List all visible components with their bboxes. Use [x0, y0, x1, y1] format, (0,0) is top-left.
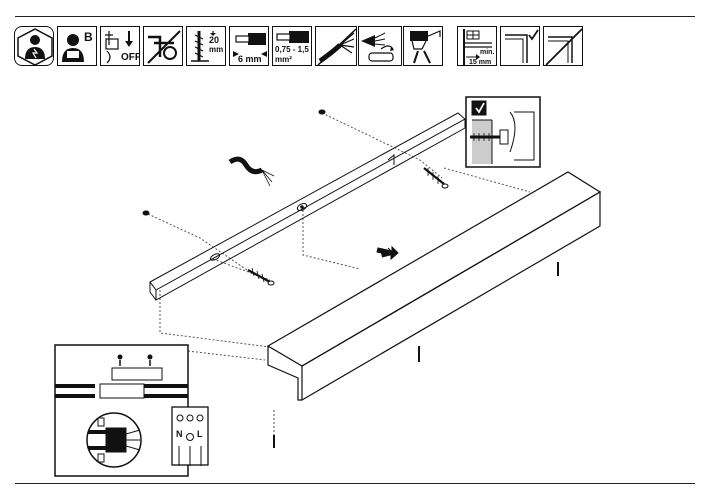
flush-mount-not-allowed-icon [543, 26, 583, 66]
class-b-label: B [84, 30, 93, 44]
wall-detail-inset [465, 96, 541, 168]
ferrule-crimp-icon [358, 26, 402, 66]
wiring-detail-inset [54, 344, 209, 477]
drill-pliers-icon [143, 26, 183, 66]
min-distance-value: 15 mm [469, 59, 492, 66]
mounting-rail [149, 112, 466, 301]
min-distance-icon: min. 15 mm [457, 26, 497, 66]
terminal-l-label: L [197, 429, 203, 439]
strip-length-label: 6 mm [238, 54, 262, 64]
depth-value: 20 [209, 35, 220, 45]
guide-lines [147, 112, 531, 435]
wire-cross-section-icon: 0,75 - 1,5 mm² [272, 26, 312, 66]
supply-cable [228, 156, 275, 187]
no-stripping-cutter-icon [315, 26, 357, 66]
depth-unit: mm [209, 45, 224, 54]
drill-bit-depth-icon: 20 mm [186, 26, 226, 66]
strip-length-icon: 6 mm [229, 26, 269, 66]
off-label: OFF [121, 52, 140, 63]
crimp-tool-icon [403, 26, 443, 66]
cross-section-range: 0,75 - 1,5 [275, 45, 309, 54]
electrician-helmet-icon [14, 26, 54, 66]
terminal-n-label: N [176, 429, 183, 439]
screw-right [423, 167, 449, 189]
screw-left [247, 267, 275, 286]
bottom-rule [15, 483, 695, 484]
min-label: min. [480, 49, 495, 56]
cross-section-unit: mm² [275, 55, 292, 64]
corner-mount-ok-icon [500, 26, 540, 66]
top-rule [15, 16, 695, 17]
power-off-icon: OFF [100, 26, 140, 66]
person-class-b-icon: B [57, 26, 97, 66]
direction-arrow-head [376, 245, 399, 261]
wall-plug-left [142, 210, 150, 216]
luminaire-body [266, 171, 602, 401]
mounting-pins [273, 262, 559, 448]
wall-plug-top [318, 109, 326, 115]
